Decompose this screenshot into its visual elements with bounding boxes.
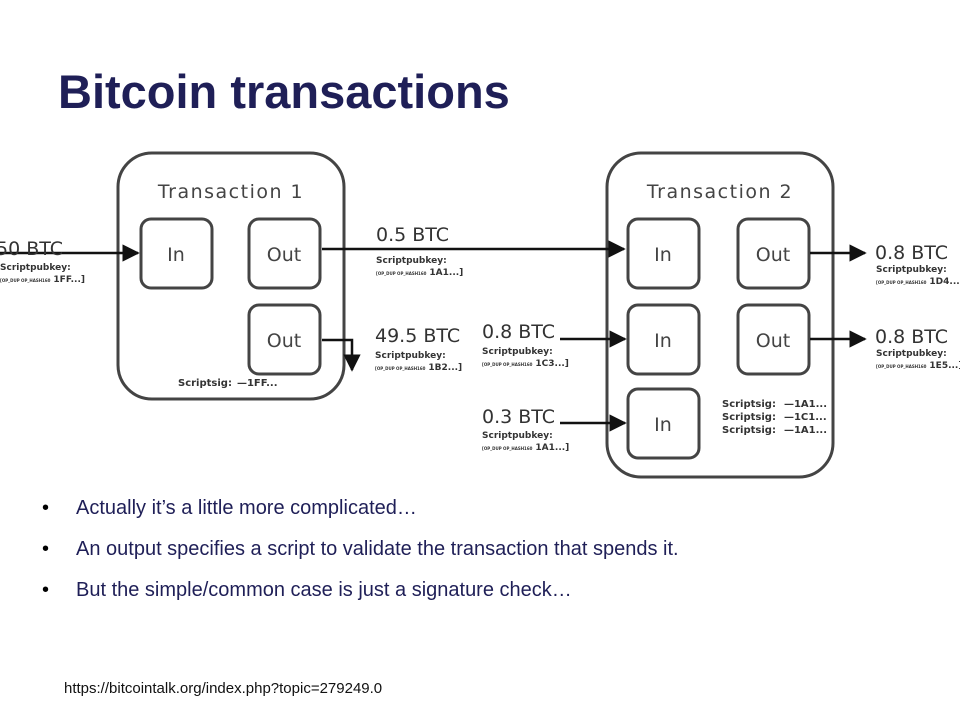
- svg-text:Scriptpubkey:: Scriptpubkey:: [375, 351, 446, 361]
- svg-text:Scriptpubkey:: Scriptpubkey:: [376, 256, 447, 266]
- transaction-1-output-label: Out: [267, 330, 301, 352]
- flow-label-49-5-btc: 49.5 BTC Scriptpubkey: [OP_DUP OP_HASH16…: [375, 325, 462, 373]
- transaction-2-input-box: [626, 303, 701, 376]
- transaction-2-input-label: In: [654, 414, 672, 436]
- svg-text:Scriptpubkey:: Scriptpubkey:: [876, 349, 947, 359]
- svg-text:0.8 BTC: 0.8 BTC: [875, 242, 948, 264]
- source-link[interactable]: https://bitcointalk.org/index.php?topic=…: [64, 680, 383, 697]
- flow-label-0-8-btc-out-2: 0.8 BTC Scriptpubkey: [OP_DUP OP_HASH160…: [875, 326, 960, 371]
- svg-text:49.5 BTC: 49.5 BTC: [375, 325, 460, 347]
- transaction-2-output-label: Out: [756, 330, 790, 352]
- bullet-item: • An output specifies a script to validat…: [42, 537, 942, 561]
- transaction-2-input-label: In: [654, 244, 672, 266]
- transaction-2-input-box: [626, 387, 701, 460]
- transaction-2-title: Transaction 2: [646, 181, 793, 203]
- transaction-1-scriptsig: Scriptsig:—1FF...: [178, 378, 278, 389]
- bullet-glyph: •: [42, 497, 50, 519]
- transaction-1-input-label: In: [167, 244, 185, 266]
- transaction-2-output-box: [736, 217, 811, 290]
- svg-text:50 BTC: 50 BTC: [0, 238, 63, 260]
- transaction-1-output-label: Out: [267, 244, 301, 266]
- flow-label-0-8-btc-out-1: 0.8 BTC Scriptpubkey: [OP_DUP OP_HASH160…: [875, 242, 960, 287]
- transaction-2-input-box: [626, 217, 701, 290]
- bullet-glyph: •: [42, 579, 50, 601]
- svg-text:Scriptpubkey:: Scriptpubkey:: [876, 265, 947, 275]
- svg-text:0.8 BTC: 0.8 BTC: [482, 321, 555, 343]
- flow-label-0-5-btc: 0.5 BTC Scriptpubkey: [OP_DUP OP_HASH160…: [376, 224, 463, 278]
- svg-text:Scriptpubkey:: Scriptpubkey:: [482, 431, 553, 441]
- transaction-1-title: Transaction 1: [157, 181, 304, 203]
- svg-text:0.8 BTC: 0.8 BTC: [875, 326, 948, 348]
- bullet-item: • But the simple/common case is just a si…: [42, 578, 942, 602]
- svg-text:Scriptpubkey:: Scriptpubkey:: [482, 347, 553, 357]
- transaction-2-scriptsig: Scriptsig:—1C1...: [722, 412, 827, 423]
- transaction-1-output-box: [247, 303, 322, 376]
- bullet-text: An output specifies a script to validate…: [76, 538, 679, 560]
- flow-label-0-3-btc: 0.3 BTC Scriptpubkey: [OP_DUP OP_HASH160…: [482, 406, 569, 453]
- bullet-text: Actually it’s a little more complicated…: [76, 497, 417, 519]
- flow-arrow: [322, 338, 361, 372]
- svg-text:0.5 BTC: 0.5 BTC: [376, 224, 449, 246]
- transaction-2-scriptsig: Scriptsig:—1A1...: [722, 425, 827, 436]
- flow-label-0-8-btc-in: 0.8 BTC Scriptpubkey: [OP_DUP OP_HASH160…: [482, 321, 569, 369]
- bullet-item: • Actually it’s a little more complicated…: [42, 496, 942, 520]
- transaction-2-output-box: [736, 303, 811, 376]
- svg-text:0.3 BTC: 0.3 BTC: [482, 406, 555, 428]
- bullet-glyph: •: [42, 538, 50, 560]
- transaction-diagram: Transaction 1 In Out Out Scriptsig:—1FF.…: [0, 151, 960, 479]
- transaction-2-scriptsig: Scriptsig:—1A1...: [722, 399, 827, 410]
- transaction-2-output-label: Out: [756, 244, 790, 266]
- page-title: Bitcoin transactions: [58, 65, 510, 118]
- svg-text:Scriptpubkey:: Scriptpubkey:: [0, 263, 71, 273]
- transaction-2-input-label: In: [654, 330, 672, 352]
- bullet-list: • Actually it’s a little more complicated…: [42, 496, 942, 619]
- transaction-1-input-box: [139, 217, 214, 290]
- transaction-1-output-box: [247, 217, 322, 290]
- bullet-text: But the simple/common case is just a sig…: [76, 579, 572, 601]
